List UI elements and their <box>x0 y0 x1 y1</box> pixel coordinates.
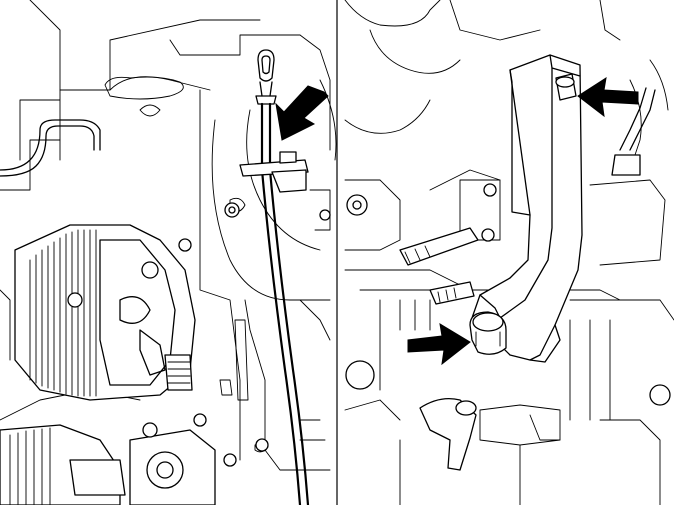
lower-pulley <box>0 413 237 505</box>
left-panel-dipstick-view <box>0 0 337 505</box>
fuel-hose <box>399 227 479 266</box>
engine-block-outline <box>0 0 337 471</box>
right-panel-bracket-view <box>344 0 674 505</box>
dipstick <box>239 49 310 505</box>
alternator <box>14 224 196 401</box>
callout-arrow-icon <box>275 85 329 141</box>
fuel-line <box>0 119 101 171</box>
callout-arrow-icon <box>407 323 471 366</box>
lower-lever <box>419 397 477 471</box>
engine-housing-outline <box>344 0 674 505</box>
lifting-bracket <box>469 54 583 363</box>
callout-arrow-icon <box>577 76 639 118</box>
